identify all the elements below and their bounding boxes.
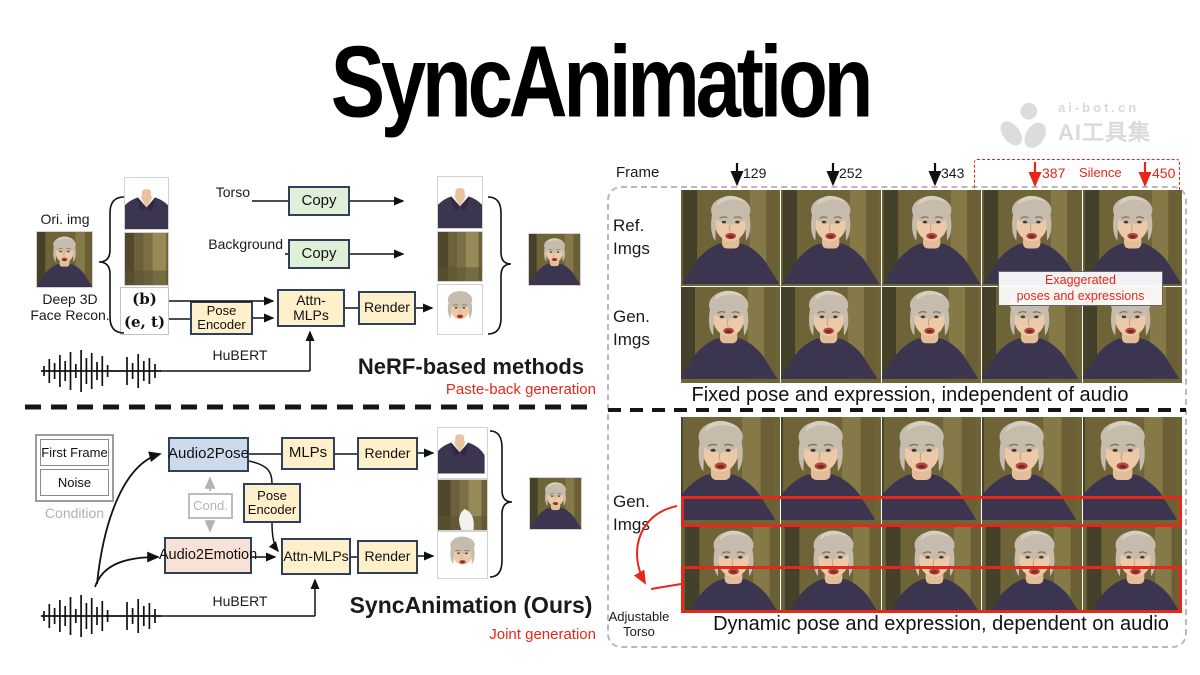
ref-image [881, 190, 982, 286]
frame-number-129: 129 [743, 165, 767, 181]
attn-mlps-box: Attn-MLPs [277, 289, 345, 327]
ours-heading: SyncAnimation (Ours) [349, 592, 593, 618]
exaggerated-note: Exaggerated poses and expressions [998, 271, 1163, 306]
gen-image-dynamic [781, 526, 881, 613]
hubert-label: HuBERT [212, 347, 268, 363]
torso-label: Torso [215, 184, 250, 200]
watermark: ai-bot.cn AI工具集 [1058, 100, 1151, 147]
frame-number-343: 343 [941, 165, 965, 181]
gen-image-dynamic [881, 526, 982, 613]
output2-torso-image [437, 427, 488, 479]
dynamic-pose-caption: Dynamic pose and expression, dependent o… [713, 613, 1169, 635]
cond-box: Cond. [188, 493, 233, 519]
ref-image [982, 190, 1082, 286]
gen-image [681, 287, 781, 383]
gen-image-dynamic [982, 417, 1082, 525]
gen-image-dynamic [982, 526, 1082, 613]
results-panel-border [607, 186, 1187, 648]
mlps-box: MLPs [281, 437, 335, 470]
gen-image-dynamic [781, 417, 881, 525]
ref-image [1082, 190, 1182, 286]
output-background-image [437, 231, 483, 282]
background-label: Background [208, 236, 283, 252]
param-et: (e, t) [123, 313, 166, 332]
audio-waveform-2 [41, 595, 161, 637]
output-face-image [437, 284, 483, 335]
torso-highlight-row2 [681, 566, 1182, 613]
attn-mlps-box-2: Attn-MLPs [281, 538, 351, 575]
gen-image [881, 287, 982, 383]
pose-encoder-box-2: Pose Encoder [243, 483, 301, 523]
gen-image [781, 287, 881, 383]
audio-waveform [41, 350, 161, 392]
render-box: Render [358, 291, 416, 325]
audio2emotion-box: Audio2Emotion [159, 537, 257, 574]
gen-imgs-label-bottom: Gen. Imgs [613, 492, 650, 534]
params-box: (b) (e, t) [120, 287, 169, 335]
copy-box-torso: Copy [288, 186, 350, 216]
page-title: SyncAnimation [330, 24, 874, 139]
deep3d-label: Deep 3D Face Recon. [30, 291, 110, 324]
frame-label: Frame [616, 164, 660, 181]
noise-box: Noise [40, 469, 109, 496]
condition-label: Condition [44, 505, 105, 521]
gen-image-dynamic [681, 417, 781, 525]
pose-encoder-box: Pose Encoder [190, 301, 253, 335]
fixed-pose-caption: Fixed pose and expression, independent o… [691, 384, 1129, 406]
condition-container: First Frame Noise [35, 434, 114, 502]
adjustable-torso-label: Adjustable Torso [608, 609, 670, 639]
audio2pose-box: Audio2Pose [168, 437, 249, 472]
output2-background-image [437, 479, 488, 531]
frame-number-387: 387 [1042, 165, 1066, 181]
render-box-top: Render [357, 437, 418, 470]
hubert-label-2: HuBERT [212, 593, 268, 609]
torso-crop-image [124, 177, 169, 230]
watermark-domain: ai-bot.cn [1058, 100, 1140, 115]
joint-subheading: Joint generation [489, 626, 596, 643]
torso-highlight-row1 [681, 496, 1182, 527]
output2-face-image [437, 531, 488, 579]
frame-number-450: 450 [1152, 165, 1176, 181]
ref-image [781, 190, 881, 286]
gen-imgs-label-top: Gen. Imgs [613, 307, 650, 349]
pasteback-subheading: Paste-back generation [445, 381, 596, 398]
silence-label: Silence [1079, 165, 1122, 180]
bottom-image-grid [681, 417, 1182, 613]
original-image [36, 231, 93, 288]
final-image-2 [529, 477, 582, 530]
watermark-logo-icon [998, 102, 1054, 150]
top-image-grid [681, 190, 1182, 383]
render-box-bottom: Render [357, 540, 418, 574]
watermark-brand: AI工具集 [1058, 120, 1152, 145]
gen-image-dynamic [1082, 417, 1182, 525]
gen-image-dynamic [881, 417, 982, 525]
frame-number-252: 252 [839, 165, 863, 181]
param-b: (b) [132, 290, 157, 309]
first-frame-box: First Frame [40, 439, 109, 466]
background-crop-image [124, 232, 169, 286]
silence-region-outline [974, 159, 1180, 193]
ref-imgs-label: Ref. Imgs [613, 216, 650, 258]
nerf-heading: NeRF-based methods [357, 354, 585, 379]
copy-box-background: Copy [288, 239, 350, 269]
ref-image [681, 190, 781, 286]
gen-image-dynamic [681, 526, 781, 613]
final-image [528, 233, 581, 286]
ori-img-label: Ori. img [40, 211, 90, 227]
output-torso-image [437, 176, 483, 229]
gen-image-dynamic [1082, 526, 1182, 613]
